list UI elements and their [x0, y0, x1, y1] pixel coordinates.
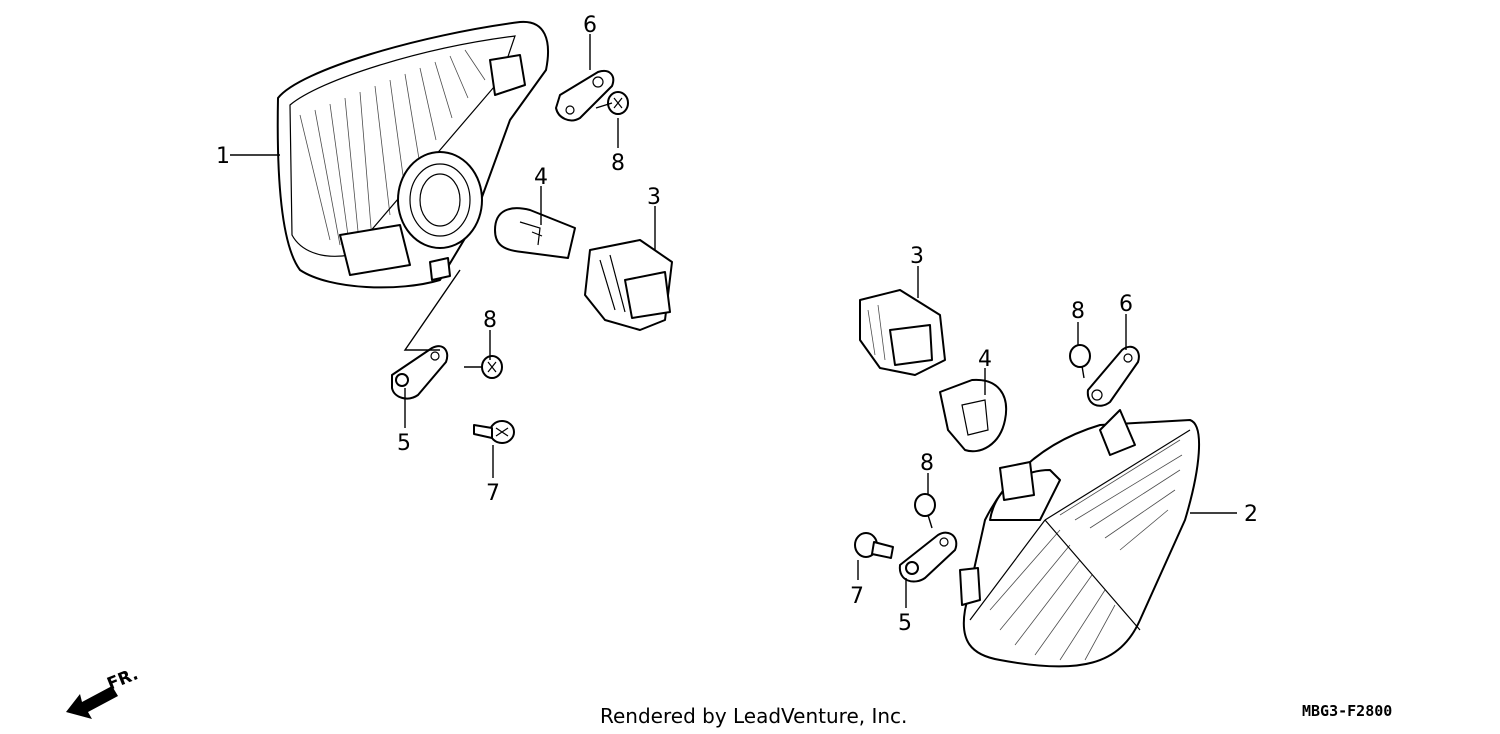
callout-6-right: 6	[1119, 292, 1133, 317]
callout-3-left: 3	[647, 185, 661, 210]
callout-7-right: 7	[850, 584, 864, 609]
part-6-bracket-right[interactable]	[1086, 345, 1140, 407]
part-8-screw-upper-right[interactable]	[1069, 344, 1091, 379]
callout-6-left: 6	[583, 13, 597, 38]
callout-2: 2	[1244, 502, 1258, 527]
front-direction-indicator: FR.	[66, 664, 141, 719]
part-8-screw-upper-left[interactable]	[595, 91, 629, 115]
callout-3-right: 3	[910, 244, 924, 269]
part-3-socket-right[interactable]	[859, 289, 946, 376]
callout-1: 1	[216, 144, 230, 169]
diagram-code: MBG3-F2800	[1302, 702, 1392, 720]
part-5-bracket-right[interactable]	[898, 531, 958, 583]
part-5-bracket-lower-left[interactable]	[391, 345, 449, 400]
callout-8-upper-right: 8	[1071, 299, 1085, 324]
part-1-left-lens-housing[interactable]	[276, 20, 550, 289]
callout-7-left: 7	[486, 481, 500, 506]
callout-4-right: 4	[978, 347, 992, 372]
part-8-screw-middle-left[interactable]	[464, 355, 503, 379]
part-2-right-lens-housing[interactable]	[959, 409, 1200, 668]
callout-8-upper-left: 8	[611, 151, 625, 176]
part-4-bulb-left[interactable]	[494, 207, 576, 259]
front-direction-label: FR.	[104, 664, 141, 694]
right-turn-signal-assembly	[854, 266, 1237, 668]
callout-5-left: 5	[397, 431, 411, 456]
left-turn-signal-assembly	[230, 20, 673, 478]
part-3-socket-left[interactable]	[584, 239, 673, 331]
part-8-screw-lower-right[interactable]	[914, 493, 936, 529]
callout-8-middle-left: 8	[483, 308, 497, 333]
part-6-bracket-upper-left[interactable]	[555, 70, 615, 122]
part-4-bulb-right[interactable]	[939, 378, 1008, 453]
front-arrow-icon	[66, 686, 118, 719]
callout-5-right: 5	[898, 611, 912, 636]
part-7-bolt-left[interactable]	[473, 420, 515, 444]
part-7-bolt-right[interactable]	[854, 532, 894, 559]
callout-4-left: 4	[534, 165, 548, 190]
render-credit: Rendered by LeadVenture, Inc.	[600, 704, 907, 728]
callout-8-lower-right: 8	[920, 451, 934, 476]
